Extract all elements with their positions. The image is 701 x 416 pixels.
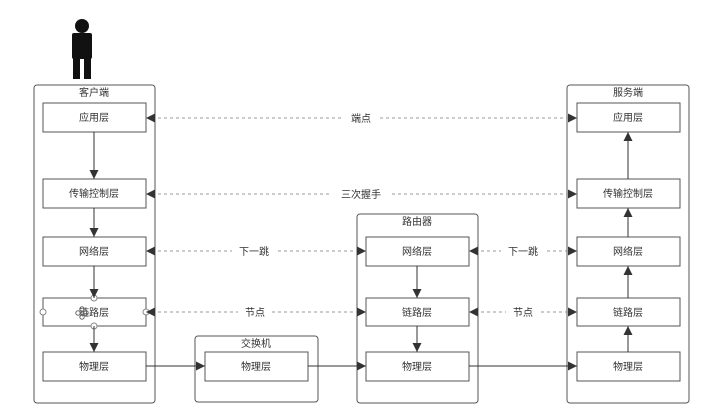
svg-text:物理层: 物理层 — [79, 360, 109, 373]
person-icon — [72, 19, 92, 79]
svg-text:链路层: 链路层 — [613, 306, 643, 319]
svg-text:物理层: 物理层 — [241, 360, 271, 373]
server-title: 服务端 — [613, 86, 643, 99]
svg-text:应用层: 应用层 — [79, 111, 109, 124]
label-transport-peer: 三次握手 — [341, 188, 381, 201]
svg-text:传输控制层: 传输控制层 — [69, 187, 119, 200]
svg-text:链路层: 链路层 — [402, 306, 432, 319]
node-client-connection: 节点 — [146, 305, 366, 319]
client-link-layer[interactable]: 链路层 — [39, 294, 150, 330]
svg-text:网络层: 网络层 — [79, 245, 109, 258]
server-physical-layer: 物理层 — [576, 351, 681, 382]
router-network-layer: 网络层 — [365, 236, 470, 267]
svg-text:网络层: 网络层 — [613, 245, 643, 258]
svg-text:物理层: 物理层 — [613, 360, 643, 373]
server-link-layer: 链路层 — [576, 297, 681, 327]
router-link-layer: 链路层 — [365, 297, 470, 327]
label-node-server: 节点 — [513, 307, 533, 319]
server-network-layer: 网络层 — [576, 236, 681, 267]
next-hop-server-connection: 下一跳 — [469, 244, 577, 258]
client-physical-layer: 物理层 — [42, 351, 147, 382]
svg-text:应用层: 应用层 — [613, 111, 643, 124]
label-node-client: 节点 — [245, 307, 265, 319]
switch-title: 交换机 — [241, 337, 271, 350]
peer-transport-connection: 三次握手 — [146, 187, 577, 201]
svg-text:物理层: 物理层 — [402, 360, 432, 373]
server-transport-layer: 传输控制层 — [576, 178, 681, 209]
client-network-layer: 网络层 — [42, 236, 147, 267]
node-server-connection: 节点 — [469, 305, 577, 319]
router-title: 路由器 — [402, 215, 432, 228]
svg-text:链路层: 链路层 — [79, 306, 109, 319]
router-physical-layer: 物理层 — [365, 351, 470, 382]
client-transport-layer: 传输控制层 — [42, 178, 147, 209]
svg-text:传输控制层: 传输控制层 — [603, 187, 653, 200]
label-next-hop-server: 下一跳 — [508, 245, 538, 258]
label-app-peer: 端点 — [351, 112, 371, 125]
client-app-layer: 应用层 — [42, 102, 147, 133]
svg-text:网络层: 网络层 — [402, 245, 432, 258]
switch-physical-layer: 物理层 — [204, 351, 309, 382]
move-icon[interactable] — [75, 306, 89, 320]
server-app-layer: 应用层 — [576, 102, 681, 133]
client-title: 客户端 — [79, 86, 109, 99]
peer-app-connection: 端点 — [146, 111, 577, 125]
label-next-hop-client: 下一跳 — [239, 245, 269, 258]
next-hop-client-connection: 下一跳 — [146, 244, 366, 258]
